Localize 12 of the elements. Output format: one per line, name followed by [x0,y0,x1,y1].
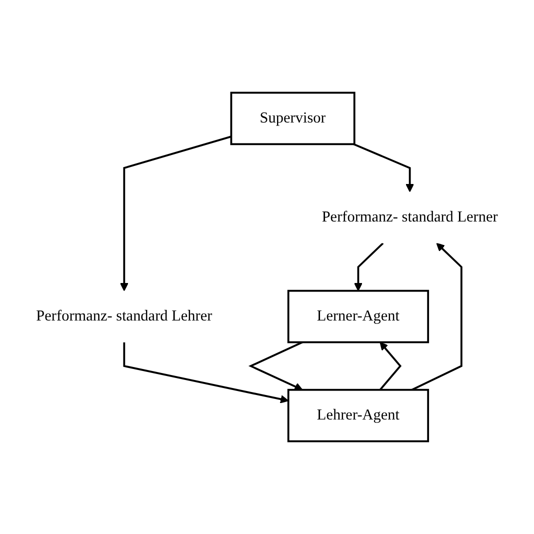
node-box: Lehrer-Agent [287,388,430,442]
arrow [411,242,462,391]
arrow [120,136,232,292]
arrow [123,342,289,404]
node-box: Lerner-Agent [287,290,430,344]
node-text: Performanz- standard Lerner [322,208,498,226]
arrow [354,242,384,292]
arrow [248,341,303,390]
arrow [379,342,402,390]
arrow [353,143,414,192]
node-box: Supervisor [230,92,356,146]
node-text: Performanz- standard Lehrer [36,308,212,324]
